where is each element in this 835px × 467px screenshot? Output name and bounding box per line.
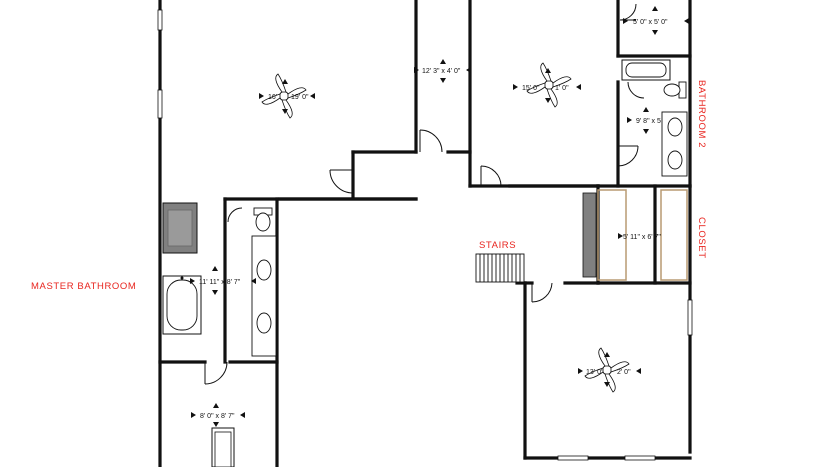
ceiling-fan-icon: [584, 347, 630, 393]
toilet-icon: [253, 207, 273, 232]
dim-bottom-right-room-a: 13' 0": [586, 369, 604, 376]
dim-hall-closet: 12' 3" x 4' 0": [422, 68, 461, 75]
closet-shelves: [582, 189, 688, 281]
sink-icon: [251, 235, 277, 357]
dim-top-left-room-b: 19' 0": [291, 94, 309, 101]
bath-fixture-gray: [162, 202, 198, 254]
label-closet: CLOSET: [696, 217, 707, 259]
bathtub-icon: [211, 427, 235, 467]
label-master-bathroom: MASTER BATHROOM: [31, 281, 136, 292]
dim-master-bath: 11' 11" x 8' 7": [199, 279, 241, 286]
door-swing-icon: [204, 3, 645, 385]
dim-closet: 5' 11" x 6' 7": [623, 234, 661, 241]
label-stairs: STAIRS: [479, 240, 516, 251]
dim-top-right-room-b: 1' 0": [555, 85, 569, 92]
bathtub-icon: [621, 59, 671, 81]
dim-bottom-right-room-b: 2' 0": [617, 369, 631, 376]
sink-icon: [661, 111, 688, 177]
dim-bottom-left-room: 8' 0" x 8' 7": [200, 413, 235, 420]
stairs-icon: [475, 253, 525, 283]
dim-small-closet: 5' 0" x 5' 0": [633, 19, 668, 26]
dim-top-right-room-a: 15' 0": [522, 85, 540, 92]
toilet-icon: [663, 81, 687, 99]
dim-top-left-room-a: 16': [268, 94, 277, 101]
walls: [158, 0, 692, 467]
window-icon: [157, 9, 693, 461]
label-bathroom-2: BATHROOM 2: [696, 80, 707, 148]
bathtub-icon: [162, 275, 202, 335]
dimension-arrows: [190, 6, 689, 427]
dim-bathroom-2: 9' 8" x 5: [636, 118, 661, 125]
